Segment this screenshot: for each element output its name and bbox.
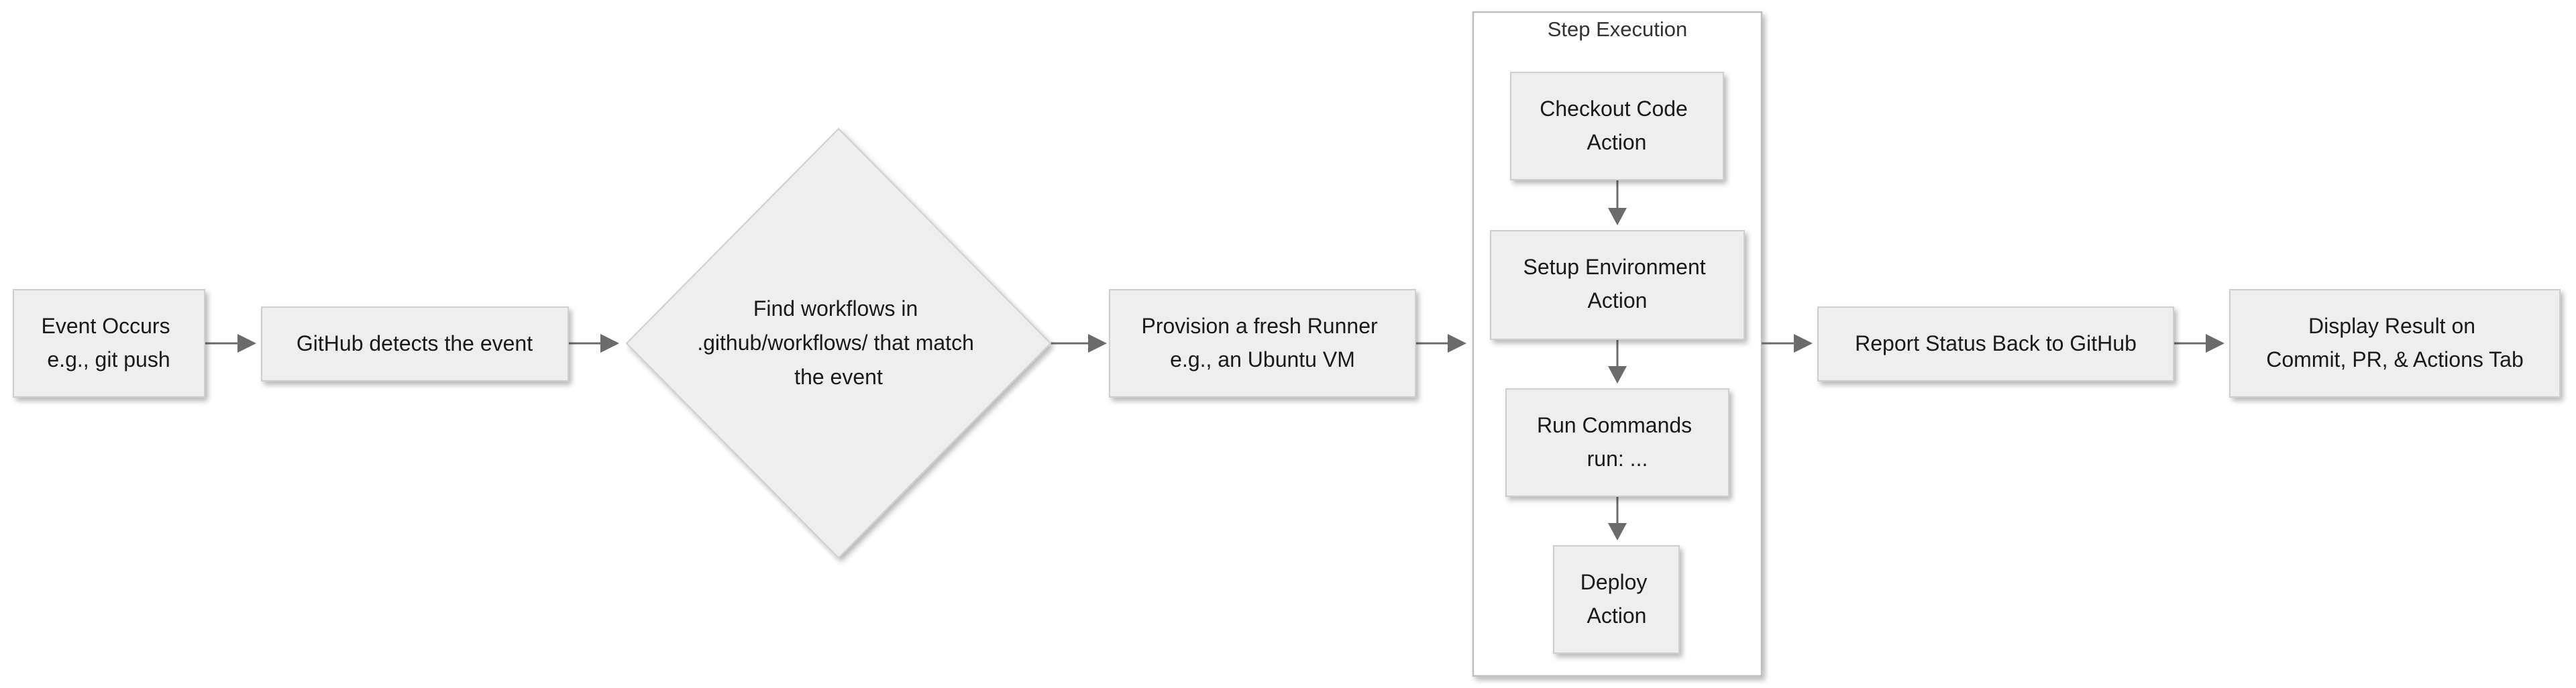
svg-text:Event Occurs e.g., git p: Event Occurs e.g., git push [42, 314, 176, 371]
node-setup-environment-line-1: Setup Environment [1523, 255, 1705, 279]
edge-report-to-display [2174, 334, 2224, 353]
edge-provision-to-cluster [1415, 334, 1466, 353]
node-deploy-line-2: Action [1587, 604, 1647, 628]
edges [205, 180, 2224, 540]
svg-text:Find workflows in .githu: Find workflows in .github/workflows/ tha… [697, 296, 980, 389]
node-report-status: Report Status Back to GitHub [1817, 306, 2174, 382]
edge-event-to-detect [205, 334, 256, 353]
node-find-workflows-line-2: .github/workflows/ that match [697, 331, 974, 355]
node-run-commands-line-1: Run Commands [1537, 413, 1692, 437]
node-provision-runner: Provision a fresh Runner e.g., an Ubuntu… [1109, 289, 1416, 398]
node-report-status-label: Report Status Back to GitHub [1855, 331, 2137, 355]
node-provision-runner-line-2: e.g., an Ubuntu VM [1170, 347, 1355, 371]
node-checkout-code-line-2: Action [1587, 130, 1647, 154]
svg-text:Checkout Code Action: Checkout Code Action [1540, 97, 1693, 154]
node-event-occurs-line-1: Event Occurs [42, 314, 170, 338]
cluster-title: Step Execution [1548, 17, 1688, 41]
svg-text:Deploy Action: Deploy Action [1580, 570, 1654, 628]
node-deploy-line-1: Deploy [1580, 570, 1648, 594]
edge-checkout-to-setup [1608, 180, 1627, 225]
svg-text:Run Commands run: ...: Run Commands run: ... [1537, 413, 1698, 471]
node-find-workflows-line-1: Find workflows in [753, 296, 918, 321]
node-display-result-line-1: Display Result on [2308, 314, 2475, 338]
node-provision-runner-line-1: Provision a fresh Runner [1141, 314, 1378, 338]
node-find-workflows-line-3: the event [794, 365, 883, 389]
node-github-detects-label: GitHub detects the event [297, 331, 533, 355]
node-find-workflows: Find workflows in .github/workflows/ tha… [625, 127, 1052, 559]
node-github-detects: GitHub detects the event [261, 306, 569, 382]
edge-cluster-to-report [1762, 334, 1813, 353]
node-display-result: Display Result on Commit, PR, & Actions … [2229, 289, 2561, 398]
node-deploy: Deploy Action [1553, 545, 1680, 654]
edge-run-to-deploy [1608, 496, 1627, 540]
node-setup-environment: Setup Environment Action [1490, 230, 1745, 340]
edge-detect-to-find [568, 334, 619, 353]
node-event-occurs-line-2: e.g., git push [47, 347, 170, 371]
node-display-result-line-2: Commit, PR, & Actions Tab [2266, 347, 2524, 371]
edge-setup-to-run [1608, 339, 1627, 384]
node-run-commands: Run Commands run: ... [1505, 388, 1729, 497]
svg-text:Display Result on Commit: Display Result on Commit, PR, & Actions … [2266, 314, 2524, 371]
node-setup-environment-line-2: Action [1588, 288, 1648, 312]
edge-find-to-provision [1051, 334, 1107, 353]
node-run-commands-line-2: run: ... [1587, 447, 1648, 471]
node-checkout-code: Checkout Code Action [1510, 72, 1724, 180]
svg-text:Provision a fresh Runner: Provision a fresh Runner e.g., an Ubuntu… [1141, 314, 1383, 371]
node-event-occurs: Event Occurs e.g., git push [13, 289, 205, 398]
node-checkout-code-line-1: Checkout Code [1540, 97, 1688, 121]
svg-text:Setup Environment Action: Setup Environment Action [1523, 255, 1711, 312]
